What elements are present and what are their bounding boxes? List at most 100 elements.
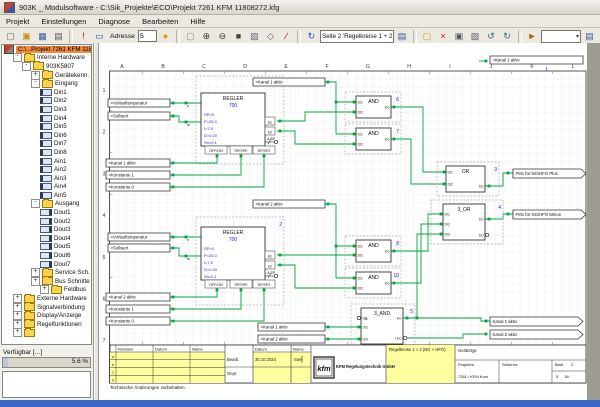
- tree-item[interactable]: +Service Sch.: [2, 267, 91, 278]
- expand-icon[interactable]: +: [31, 70, 40, 80]
- rotate-left-icon[interactable]: ↺: [483, 28, 499, 44]
- select-rect-icon[interactable]: ▢: [182, 28, 198, 44]
- collapse-icon[interactable]: -: [13, 53, 22, 63]
- tree-item[interactable]: Ain5: [2, 191, 91, 200]
- collapse-icon[interactable]: -: [31, 79, 40, 89]
- menu-projekt[interactable]: Projekt: [6, 16, 30, 26]
- wire[interactable]: [403, 233, 443, 319]
- wire[interactable]: [407, 333, 486, 339]
- tree-root-item[interactable]: C:\...Projekt 7261 KFM 1180827: [2, 45, 91, 55]
- block-and3[interactable]: [360, 307, 404, 345]
- fill-dark-icon[interactable]: ■: [230, 28, 246, 44]
- tree-item[interactable]: Din8: [2, 148, 91, 157]
- expand-icon[interactable]: +: [40, 285, 49, 295]
- wire[interactable]: [391, 138, 446, 185]
- open-folder-icon[interactable]: ▣: [19, 28, 34, 44]
- diamond-tool-icon[interactable]: ◇: [262, 28, 278, 44]
- tree-item[interactable]: Dout7: [2, 260, 91, 269]
- key-icon[interactable]: ●: [157, 28, 173, 44]
- expand-icon[interactable]: +: [31, 276, 40, 286]
- input-tag[interactable]: [107, 111, 171, 121]
- print-icon[interactable]: ▤: [51, 28, 66, 44]
- tree-item[interactable]: +Signalverbindung: [2, 302, 91, 312]
- wire[interactable]: [391, 213, 443, 252]
- module-error-icon[interactable]: !: [76, 28, 91, 44]
- input-tag[interactable]: [107, 98, 171, 108]
- line-tool-icon[interactable]: ∕: [278, 28, 294, 44]
- tree-item[interactable]: Ain1: [2, 157, 91, 166]
- tree-item[interactable]: Ain2: [2, 165, 91, 174]
- input-tag[interactable]: [257, 322, 326, 332]
- output-tag[interactable]: [489, 316, 584, 327]
- input-tag[interactable]: [105, 158, 171, 168]
- output-tag[interactable]: [512, 209, 587, 220]
- tree-item[interactable]: Din6: [2, 131, 91, 140]
- expand-icon[interactable]: +: [13, 311, 22, 321]
- tree-item[interactable]: Dout4: [2, 234, 91, 243]
- tb-bearb-name[interactable]: Soe: [294, 357, 302, 362]
- expand-icon[interactable]: +: [31, 268, 40, 278]
- tree-item[interactable]: +Display/Anzeige: [2, 310, 91, 321]
- block-or3[interactable]: [442, 203, 486, 241]
- menu-hilfe[interactable]: Hilfe: [190, 16, 206, 26]
- tree-item[interactable]: Din4: [2, 114, 91, 123]
- wire[interactable]: [170, 288, 265, 322]
- input-tag[interactable]: [105, 316, 171, 326]
- wire[interactable]: [391, 106, 446, 173]
- tree-item[interactable]: +: [2, 327, 91, 338]
- collapse-icon[interactable]: -: [22, 61, 31, 71]
- input-tag[interactable]: [257, 334, 326, 344]
- tree-item[interactable]: -903K5807: [2, 61, 91, 71]
- tree-item[interactable]: Dout3: [2, 225, 91, 234]
- wire[interactable]: [170, 288, 242, 310]
- paste-icon[interactable]: ▧: [467, 28, 483, 44]
- input-tag[interactable]: [105, 292, 171, 302]
- tree-item[interactable]: Din7: [2, 140, 91, 149]
- menu-diagnose[interactable]: Diagnose: [98, 16, 131, 26]
- wire[interactable]: [170, 115, 201, 123]
- zoom-out-icon[interactable]: ⊖: [214, 28, 230, 44]
- tree-item[interactable]: Din3: [2, 105, 91, 114]
- zoom-in-icon[interactable]: ⊕: [198, 28, 214, 44]
- new-sheet-icon[interactable]: ▢: [419, 28, 435, 44]
- wire[interactable]: [277, 264, 356, 289]
- menu-einstellungen[interactable]: Einstellungen: [41, 16, 87, 26]
- wire[interactable]: [325, 203, 356, 279]
- delete-icon[interactable]: ×: [435, 28, 451, 44]
- module-transfer-icon[interactable]: ▭: [92, 28, 107, 44]
- tree-item[interactable]: +Bus Schnitte: [2, 276, 91, 286]
- wire[interactable]: [170, 154, 265, 188]
- address-input[interactable]: [137, 30, 157, 42]
- input-tag[interactable]: [252, 77, 326, 87]
- tree-item[interactable]: Din2: [2, 97, 91, 106]
- tree-item[interactable]: Ain4: [2, 183, 91, 192]
- rotate-right-icon[interactable]: ↻: [499, 28, 515, 44]
- save-icon[interactable]: ▦: [35, 28, 50, 44]
- menu-bearbeiten[interactable]: Bearbeiten: [142, 16, 179, 26]
- tree-item[interactable]: Din1: [2, 88, 91, 97]
- wire[interactable]: [277, 130, 356, 145]
- tree-item[interactable]: +Externe Hardware: [2, 293, 91, 304]
- new-document-icon[interactable]: ▢: [3, 28, 18, 44]
- input-tag[interactable]: [107, 243, 171, 253]
- block-and7[interactable]: [355, 127, 392, 151]
- input-tag[interactable]: [105, 170, 171, 180]
- page-refresh-icon[interactable]: ↻: [303, 28, 319, 44]
- tree-item[interactable]: Dout5: [2, 243, 91, 252]
- tree-item[interactable]: Ain3: [2, 174, 91, 183]
- block-or[interactable]: [445, 165, 486, 193]
- page-print-icon[interactable]: ▤: [394, 28, 410, 44]
- output-tag[interactable]: [512, 168, 587, 179]
- tree-item[interactable]: +Feldbus: [2, 284, 91, 295]
- input-tag[interactable]: [252, 199, 326, 209]
- tree-item[interactable]: +Regelfunktionen: [2, 319, 91, 329]
- block-select[interactable]: ▾: [540, 29, 581, 43]
- expand-icon[interactable]: +: [13, 328, 22, 338]
- bookmark-icon[interactable]: ►: [524, 28, 540, 44]
- input-tag[interactable]: [105, 182, 171, 192]
- block-and8[interactable]: [355, 239, 392, 263]
- fill-pattern-icon[interactable]: ▨: [246, 28, 262, 44]
- wire[interactable]: [277, 111, 356, 122]
- wire[interactable]: [170, 247, 201, 257]
- copy-icon[interactable]: ▣: [451, 28, 467, 44]
